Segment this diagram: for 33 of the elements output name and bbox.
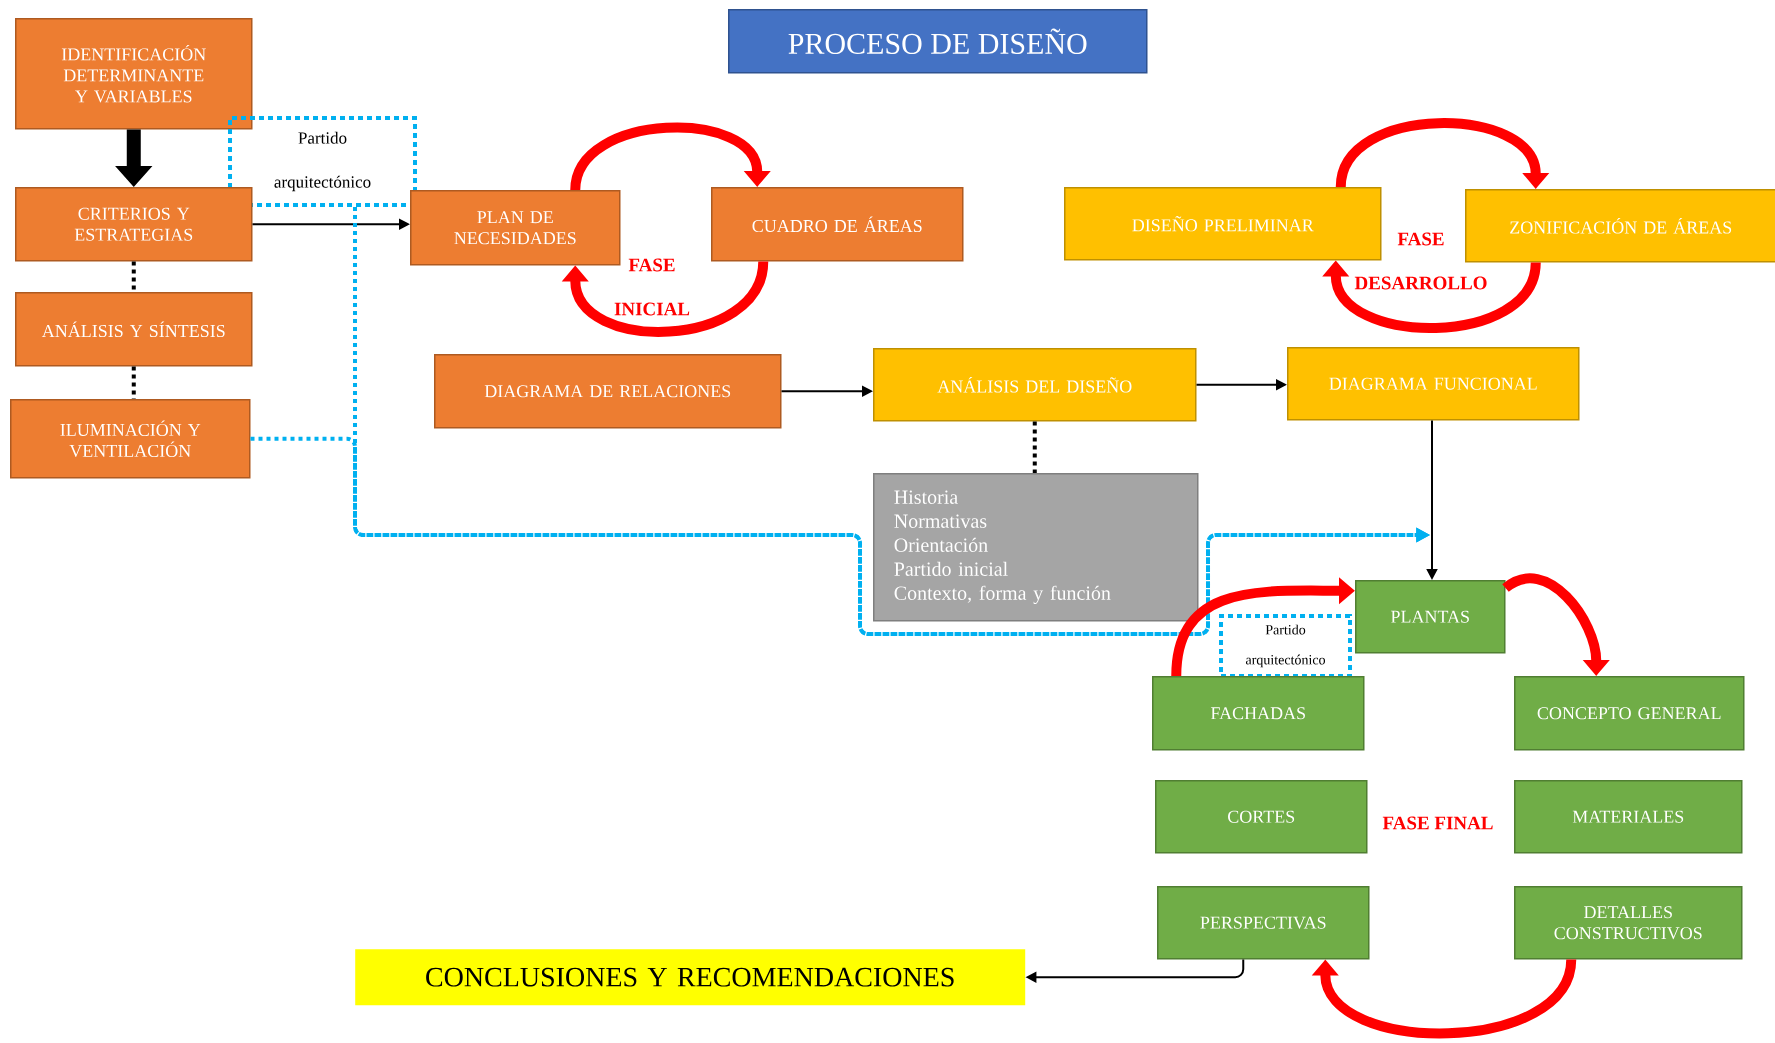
process-box: DISEÑO PRELIMINAR — [1064, 187, 1382, 261]
title-box: PROCESO DE DISEÑO — [728, 9, 1148, 74]
dotted-line — [1032, 421, 1037, 473]
process-box: CUADRO DE ÁREAS — [711, 187, 964, 262]
process-box: CORTES — [1155, 780, 1368, 854]
process-box: DIAGRAMA FUNCIONAL — [1287, 347, 1580, 421]
process-box: DIAGRAMA DE RELACIONES — [434, 354, 782, 429]
curved-arrow — [1311, 958, 1577, 1039]
process-box: PLANTAS — [1355, 580, 1506, 654]
phase-label: FASE FINAL — [1382, 816, 1493, 830]
phase-label: DESARROLLO — [1354, 276, 1487, 290]
process-box: FACHADAS — [1152, 676, 1365, 751]
process-box: IDENTIFICACIÓN DETERMINANTE Y VARIABLES — [15, 18, 253, 130]
phase-label: INICIAL — [614, 302, 690, 316]
note-box: Partido arquitectónico — [228, 116, 417, 207]
curved-arrow — [561, 260, 769, 337]
dotted-line — [131, 366, 136, 399]
process-box: ANÁLISIS DEL DISEÑO — [873, 348, 1197, 422]
process-box: CONCEPTO GENERAL — [1514, 676, 1745, 751]
process-box: ILUMINACIÓN Y VENTILACIÓN — [10, 399, 251, 479]
info-box: Historia Normativas Orientación Partido inicial Contexto, forma y función — [873, 473, 1199, 622]
dotted-line — [131, 261, 136, 292]
process-box: ANÁLISIS Y SÍNTESIS — [15, 292, 253, 367]
note-box: Partido arquitectónico — [1219, 614, 1352, 678]
phase-label: FASE — [628, 258, 675, 272]
process-box: MATERIALES — [1514, 780, 1743, 854]
process-box: PERSPECTIVAS — [1157, 886, 1370, 960]
process-box: CRITERIOS Y ESTRATEGIAS — [15, 187, 253, 262]
process-box: ZONIFICACIÓN DE ÁREAS — [1465, 189, 1775, 263]
process-box: PLAN DE NECESIDADES — [410, 190, 621, 266]
phase-label: FASE — [1397, 232, 1444, 246]
process-box: DETALLES CONSTRUCTIVOS — [1514, 886, 1743, 960]
conclusion-box: CONCLUSIONES Y RECOMENDACIONES — [355, 949, 1026, 1006]
